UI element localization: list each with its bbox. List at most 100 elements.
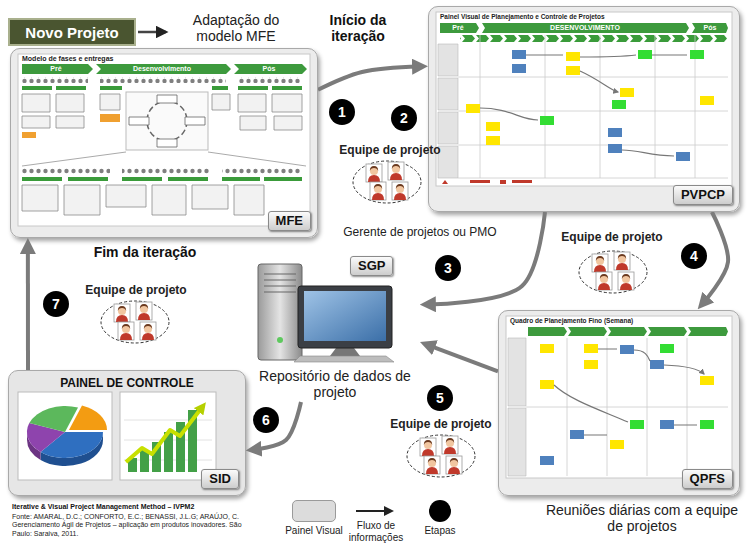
step-marker [681,243,707,269]
legend-arrow-sample [356,510,392,512]
team-label: Equipe de projeto [330,144,450,158]
step-number: 3 [435,257,461,279]
dot-row [100,77,226,83]
visual-panel: PVPCP [428,6,740,212]
mfe-illustration [10,48,318,238]
cycle-step [129,95,205,147]
task-card [540,344,714,449]
screen-title: Painel Visual de Planejamento e Controle… [440,13,730,21]
flow-arrow [318,66,420,89]
iteration-note: Início da iteração [306,12,410,44]
zoom-line [22,152,306,166]
screen [304,291,386,341]
stage-bar [22,177,302,181]
power-light [277,337,283,343]
panel-tag: QPFS [682,469,733,489]
dot-row [238,77,302,83]
dashboard-illustration [8,370,246,496]
monitor-stand [330,348,360,356]
step-number: 2 [391,107,417,129]
legend-label: Fluxo de informações [344,520,408,543]
flow-arrow [254,402,301,450]
team-label: Equipe de projeto [386,418,496,432]
team-icon [353,161,421,203]
board-legend-mark [442,180,532,184]
chart-frame [120,392,216,480]
system-tag: SGP [350,256,393,276]
task-link [480,55,687,156]
board-grid [526,338,728,476]
task-card [540,50,704,125]
dot-row [22,77,88,83]
qpfs-illustration [498,310,740,496]
drive-slot [264,274,296,292]
phase-band [22,64,307,74]
iteration-note: Fim da iteração [70,244,220,260]
task-card [630,344,714,429]
step-number: 7 [43,293,69,315]
control-panel: PAINEL DE CONTROLESID [8,370,246,496]
dot-row [222,168,302,174]
stage-bar [22,86,302,90]
step-marker [391,105,417,131]
note: Reuniões diárias com a equipe de projeto… [540,502,744,534]
swimlane-head [508,338,526,476]
screen-title: Modelo de fases e entregas [22,55,222,63]
flow-arrow [26,246,30,370]
keyboard [294,356,394,362]
panel-tag: SID [201,469,239,489]
cycle-row-head [438,44,458,178]
team-label: Equipe de projeto [552,231,672,245]
dot-row [122,168,210,174]
monitor [298,286,392,348]
delivery-box [22,185,264,215]
flow-arrow [703,212,728,303]
iteration-cycle [147,101,187,141]
step-number: 6 [253,409,279,431]
phase-name: Pré [440,24,476,32]
pvpcp-illustration [428,6,740,212]
panel-tag: PVPCP [673,185,733,205]
panel-screen [436,12,732,186]
stage-chevrons [460,35,728,42]
tower [258,264,302,360]
step-marker [43,291,69,317]
step-marker [427,385,453,411]
team-label: Equipe de projeto [76,284,196,298]
phase-band [440,23,728,33]
phase-name: Pós [236,65,302,73]
step-number: 5 [427,387,453,409]
adapt-arrow [138,31,166,34]
source-note: Fonte: AMARAL, D.C.; CONFORTO, E.C.; BEN… [12,513,250,538]
repository-node: SGPRepositório de dados de projeto [250,252,420,402]
task-link [554,349,704,435]
start-box: Novo Projeto [8,18,136,46]
visual-panel: QPFS [498,310,740,496]
board-grid [458,35,728,178]
legend-label: Painel Visual [274,525,354,537]
legend-label: Etapas [416,525,464,537]
panel-screen [506,316,732,478]
iteration-box [126,92,208,150]
computer-illustration [258,264,394,362]
day-band [528,327,728,336]
caption: Iterative & Visual Project Management Me… [12,503,250,511]
phase-name: Pré [24,65,88,73]
role-label: Gerente de projetos ou PMO [320,226,520,240]
panel-ground [10,48,318,238]
panel-ground [428,6,740,212]
task-card [512,50,690,161]
phase-name: DESENVOLVIMENTO [484,24,686,32]
phase-name: Pós [694,24,726,32]
step-number: 4 [681,245,707,267]
note: Adaptação do modelo MFE [170,12,302,44]
task-card [540,345,674,465]
step-marker [329,99,355,125]
gate-box [22,114,120,138]
trend-arrow [126,406,203,462]
step-number: 1 [329,101,355,123]
team-icon [579,251,647,293]
